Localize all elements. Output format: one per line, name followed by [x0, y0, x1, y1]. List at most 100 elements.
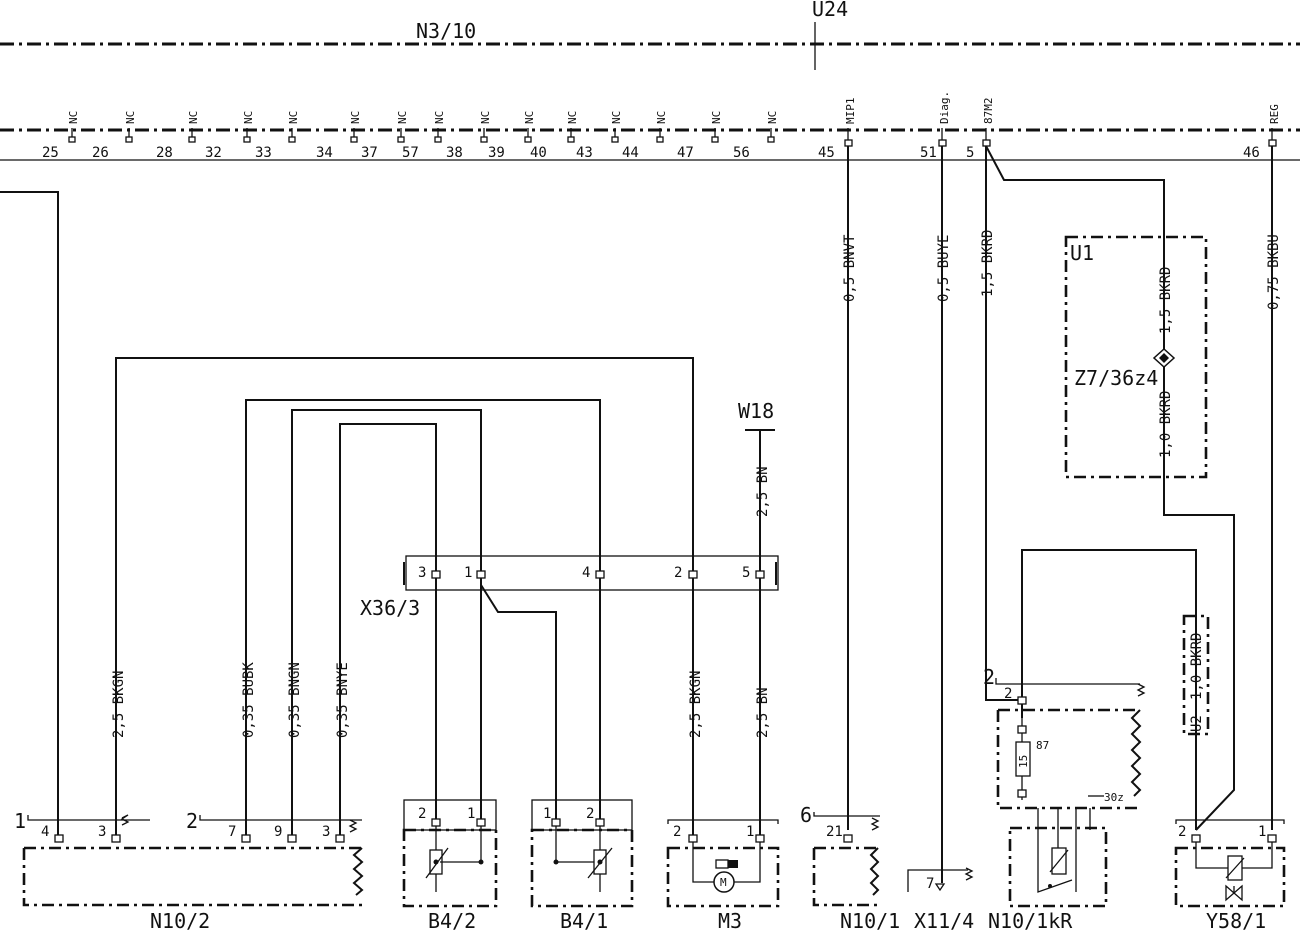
- label-b4-2: B4/2: [428, 909, 476, 933]
- component-n10-1: 6 21: [800, 803, 880, 907]
- svg-text:REG: REG: [1268, 104, 1281, 124]
- pin-28: 28 NC: [156, 111, 200, 161]
- x36-3-label: X36/3: [360, 596, 420, 620]
- svg-text:1: 1: [543, 806, 551, 822]
- svg-text:25: 25: [42, 145, 59, 161]
- pin-47: 47 NC: [677, 111, 723, 161]
- svg-text:7: 7: [228, 824, 236, 840]
- label-x11-4: X11/4: [914, 909, 974, 933]
- u2-box: [1182, 614, 1210, 736]
- svg-text:46: 46: [1243, 145, 1260, 161]
- svg-text:NC: NC: [124, 111, 137, 124]
- svg-text:3: 3: [418, 565, 426, 581]
- pin-34: 34 NC: [316, 111, 362, 161]
- pin-57: 57 NC: [402, 111, 446, 161]
- svg-text:2: 2: [673, 824, 681, 840]
- u24-label: U24: [812, 0, 848, 21]
- connector-x36-3: 3 1 4 2 5: [403, 555, 779, 591]
- u1-label: U1: [1070, 241, 1094, 265]
- u1-box: [1064, 235, 1208, 479]
- wire-label-bn-low: 2,5 BN: [755, 687, 771, 738]
- svg-text:2: 2: [586, 806, 594, 822]
- pin-26: 26 NC: [92, 111, 137, 161]
- u2-label: U2: [1189, 715, 1205, 732]
- svg-text:MIP1: MIP1: [844, 98, 857, 125]
- svg-text:4: 4: [582, 565, 590, 581]
- component-x11-4: 7: [907, 867, 974, 892]
- svg-text:NC: NC: [523, 111, 536, 124]
- svg-text:NC: NC: [710, 111, 723, 124]
- label-y58-1: Y58/1: [1206, 909, 1266, 933]
- svg-text:15: 15: [1017, 755, 1030, 768]
- pin-32: 32 NC: [205, 111, 255, 161]
- svg-text:32: 32: [205, 145, 222, 161]
- svg-text:NC: NC: [396, 111, 409, 124]
- u2-wire-label: 1,0 BKRD: [1189, 633, 1205, 700]
- svg-text:Diag.: Diag.: [938, 91, 951, 124]
- svg-text:57: 57: [402, 145, 419, 161]
- svg-text:NC: NC: [766, 111, 779, 124]
- svg-text:NC: NC: [655, 111, 668, 124]
- pin-45: 45 MIP1: [818, 98, 857, 162]
- svg-text:NC: NC: [610, 111, 623, 124]
- wire-87m2-u1: [985, 145, 1235, 831]
- svg-text:1: 1: [1258, 824, 1266, 840]
- svg-text:87M2: 87M2: [982, 98, 995, 125]
- component-m3: 2 1 M: [666, 819, 780, 908]
- svg-text:NC: NC: [287, 111, 300, 124]
- svg-text:1: 1: [464, 565, 472, 581]
- pin-56: 56 NC: [733, 111, 779, 161]
- svg-text:2: 2: [674, 565, 682, 581]
- label-b4-1: B4/1: [560, 909, 608, 933]
- wire-label-bnye: 0,35 BNYE: [335, 662, 351, 738]
- svg-text:NC: NC: [242, 111, 255, 124]
- svg-text:3: 3: [322, 824, 330, 840]
- svg-text:2: 2: [418, 806, 426, 822]
- svg-text:NC: NC: [187, 111, 200, 124]
- svg-text:2: 2: [186, 809, 198, 833]
- svg-text:1: 1: [14, 809, 26, 833]
- svg-text:NC: NC: [433, 111, 446, 124]
- svg-text:21: 21: [826, 824, 843, 840]
- svg-text:37: 37: [361, 145, 378, 161]
- pin-51: 51 Diag.: [920, 91, 951, 161]
- svg-text:28: 28: [156, 145, 173, 161]
- wire-label-bkgn-left: 2,5 BKGN: [111, 671, 127, 738]
- z7-36z4-label: Z7/36z4: [1074, 366, 1158, 390]
- pin-44: 44 NC: [622, 111, 668, 161]
- wire-x36-pin1-b41: [480, 584, 557, 823]
- header-pins: 25NC26NC28NC32NC33NC34NC37NC57NC38NC39NC…: [42, 111, 779, 161]
- wire-bubk: [245, 399, 601, 838]
- pin-46: 46 REG: [1243, 104, 1281, 161]
- w18-label: W18: [738, 399, 774, 423]
- svg-text:26: 26: [92, 145, 109, 161]
- wire-left-feed: [0, 191, 59, 838]
- svg-text:44: 44: [622, 145, 639, 161]
- svg-text:NC: NC: [349, 111, 362, 124]
- svg-text:5: 5: [742, 565, 750, 581]
- svg-text:38: 38: [446, 145, 463, 161]
- svg-text:34: 34: [316, 145, 333, 161]
- pin-33: 33 NC: [255, 111, 300, 161]
- label-n10-1kr: N10/1kR: [988, 909, 1073, 933]
- svg-text:45: 45: [818, 145, 835, 161]
- u1-wire-label-10: 1,0 BKRD: [1158, 391, 1174, 458]
- wire-label-bkgn-right: 2,5 BKGN: [688, 671, 704, 738]
- svg-text:6: 6: [800, 803, 812, 827]
- wire-bngn: [291, 409, 482, 838]
- svg-text:56: 56: [733, 145, 750, 161]
- wire-bkgn-loop: [115, 357, 694, 838]
- svg-text:4: 4: [41, 824, 49, 840]
- svg-text:47: 47: [677, 145, 694, 161]
- pin-5: 5 87M2: [966, 98, 995, 162]
- component-b4-2: 2 1: [402, 799, 498, 908]
- svg-text:2: 2: [1004, 686, 1012, 702]
- wire-label-bnvt: 0,5 BNVT: [842, 234, 858, 302]
- label-m3: M3: [718, 909, 742, 933]
- svg-text:33: 33: [255, 145, 272, 161]
